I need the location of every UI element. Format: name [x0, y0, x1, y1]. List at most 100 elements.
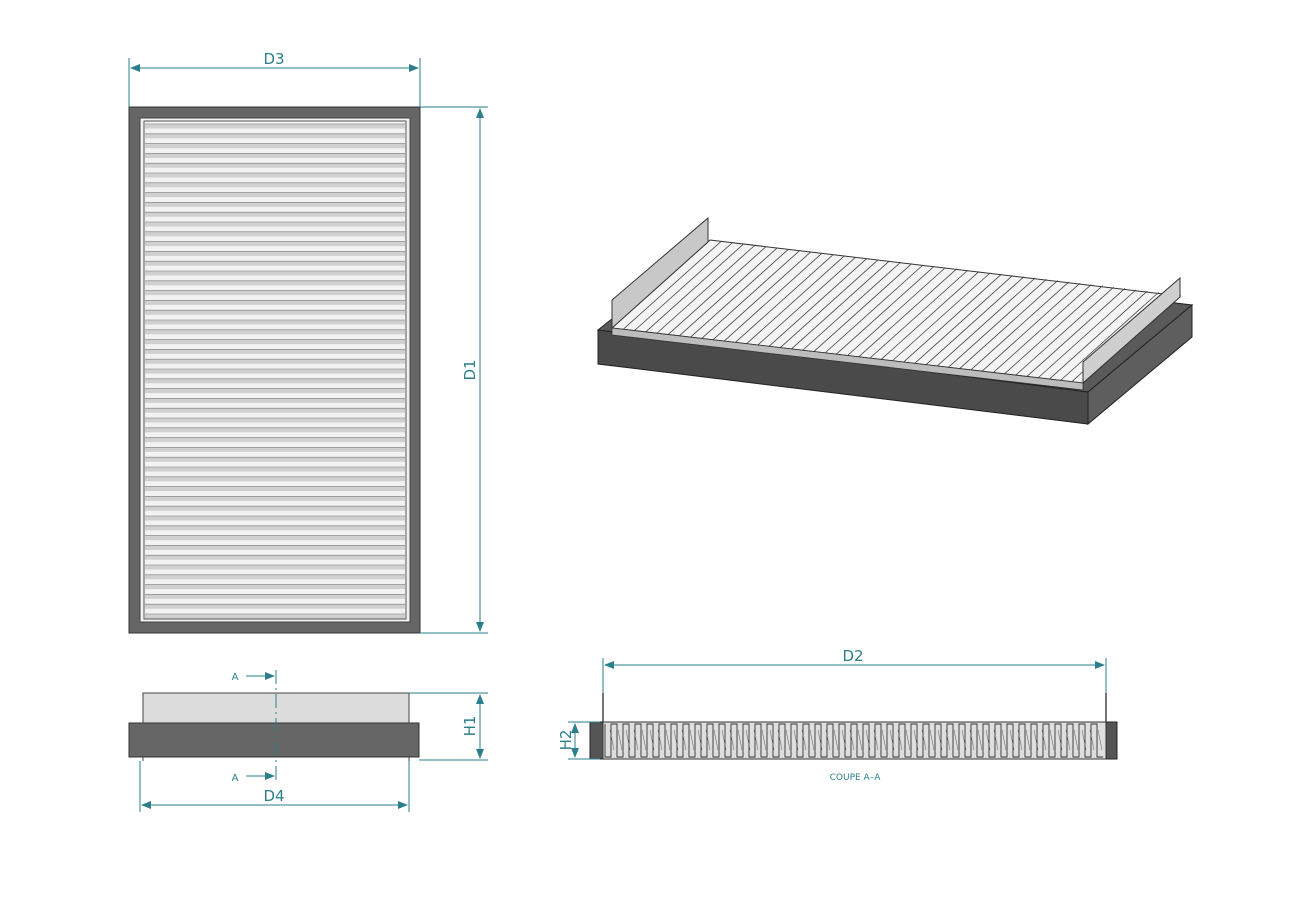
- pleat-band: [145, 437, 405, 443]
- pleat-band: [145, 388, 405, 394]
- dimension-h2: H2: [557, 721, 600, 760]
- iso-pleat-line: [936, 277, 1036, 367]
- iso-media-edge: [611, 327, 1084, 391]
- section-hatch: [793, 729, 799, 751]
- pleat-band: [145, 408, 405, 413]
- section-body: [602, 721, 1107, 760]
- section-pleats: [604, 723, 1103, 758]
- pleat-band: [145, 369, 405, 374]
- top-view: D3 D1: [128, 50, 488, 634]
- section-hatch: [641, 729, 647, 751]
- top-view-inner-edge: [143, 120, 407, 620]
- section-hatch: [769, 729, 775, 751]
- pleat-band: [145, 320, 405, 325]
- iso-pleat-line: [1037, 289, 1137, 379]
- pleat-band: [145, 153, 405, 158]
- section-hatch: [705, 729, 711, 751]
- section-hatch: [985, 729, 991, 751]
- pleat-band: [145, 222, 405, 227]
- iso-pleat-line: [622, 241, 722, 330]
- section-hatch: [825, 729, 831, 751]
- iso-frame-side: [1087, 303, 1193, 426]
- section-hatch: [745, 729, 751, 751]
- iso-pleat-line: [679, 247, 778, 337]
- section-hatch: [849, 729, 855, 751]
- section-hatch: [1065, 729, 1071, 751]
- section-hatch: [833, 729, 839, 751]
- dimension-d3-label: D3: [263, 50, 284, 68]
- dimension-d4: D4: [139, 761, 410, 812]
- iso-pleat-line: [914, 275, 1014, 364]
- iso-left-wall: [611, 216, 709, 330]
- iso-pleat-line: [1015, 286, 1114, 376]
- section-hatch: [697, 729, 703, 751]
- pleat-band: [145, 241, 405, 247]
- section-hatch: [721, 729, 727, 751]
- dimension-d1-label: D1: [461, 359, 479, 380]
- iso-pleat-line: [634, 242, 733, 331]
- pleat-band: [145, 565, 405, 570]
- iso-pleat-line: [1004, 285, 1103, 375]
- pleat-band: [145, 506, 405, 511]
- iso-pleat-line: [1049, 290, 1148, 380]
- iso-pleat-line: [959, 280, 1058, 369]
- pleat-band: [145, 545, 405, 550]
- iso-pleat-line: [723, 252, 823, 342]
- pleat-band: [145, 280, 405, 286]
- section-hatch: [953, 729, 959, 751]
- section-hatch: [841, 729, 847, 751]
- section-hatch: [809, 729, 815, 751]
- iso-pleat-line: [690, 248, 789, 338]
- iso-pleat-line: [813, 263, 913, 352]
- pleat-band: [145, 133, 405, 139]
- section-hatch: [1073, 729, 1079, 751]
- section-hatch: [1081, 729, 1087, 751]
- pleat-band: [145, 202, 405, 207]
- iso-pleat-line: [656, 244, 756, 334]
- pleat-band: [145, 427, 405, 433]
- iso-pleat-line: [981, 282, 1081, 372]
- section-hatch: [945, 729, 951, 751]
- pleat-band: [145, 378, 405, 384]
- iso-pleat-line: [1060, 292, 1159, 381]
- dimension-h1: H1: [409, 692, 488, 761]
- top-view-pleats: [145, 123, 405, 619]
- pleat-band: [145, 574, 405, 580]
- iso-pleat-line: [970, 281, 1070, 371]
- section-hatch: [857, 729, 863, 751]
- pleat-band: [145, 398, 405, 403]
- section-hatch: [1057, 729, 1063, 751]
- section-hatch: [649, 729, 655, 751]
- section-hatch: [689, 729, 695, 751]
- iso-pleat-line: [1026, 288, 1126, 377]
- section-caption: COUPE A–A: [830, 773, 882, 783]
- front-view: A A H1 D4: [128, 670, 488, 812]
- section-hatch: [817, 729, 823, 751]
- pleat-band: [145, 594, 405, 599]
- pleat-band: [145, 457, 405, 462]
- section-hatch: [729, 729, 735, 751]
- section-end-left: [589, 721, 604, 760]
- section-end-right: [1105, 721, 1118, 760]
- pleat-band: [145, 329, 405, 335]
- iso-pleat-line: [903, 273, 1002, 363]
- isometric-view: [596, 216, 1194, 426]
- section-hatch: [1097, 729, 1103, 751]
- iso-pleat-line: [880, 271, 980, 360]
- pleat-band: [145, 271, 405, 276]
- iso-pleat-line: [791, 260, 890, 350]
- iso-pleat-line: [948, 278, 1047, 368]
- section-hatch: [657, 729, 663, 751]
- iso-pleat-line: [824, 264, 924, 354]
- pleat-band: [145, 349, 405, 354]
- section-hatch: [889, 729, 895, 751]
- pleat-band: [145, 486, 405, 492]
- section-hatch: [1089, 729, 1095, 751]
- dimension-h1-label: H1: [461, 716, 479, 737]
- pleat-band: [145, 173, 405, 178]
- section-line-a-a: A A: [232, 670, 277, 784]
- section-hatch: [921, 729, 927, 751]
- iso-pleat-line: [858, 268, 957, 358]
- pleat-band: [145, 310, 405, 315]
- section-hatch: [897, 729, 903, 751]
